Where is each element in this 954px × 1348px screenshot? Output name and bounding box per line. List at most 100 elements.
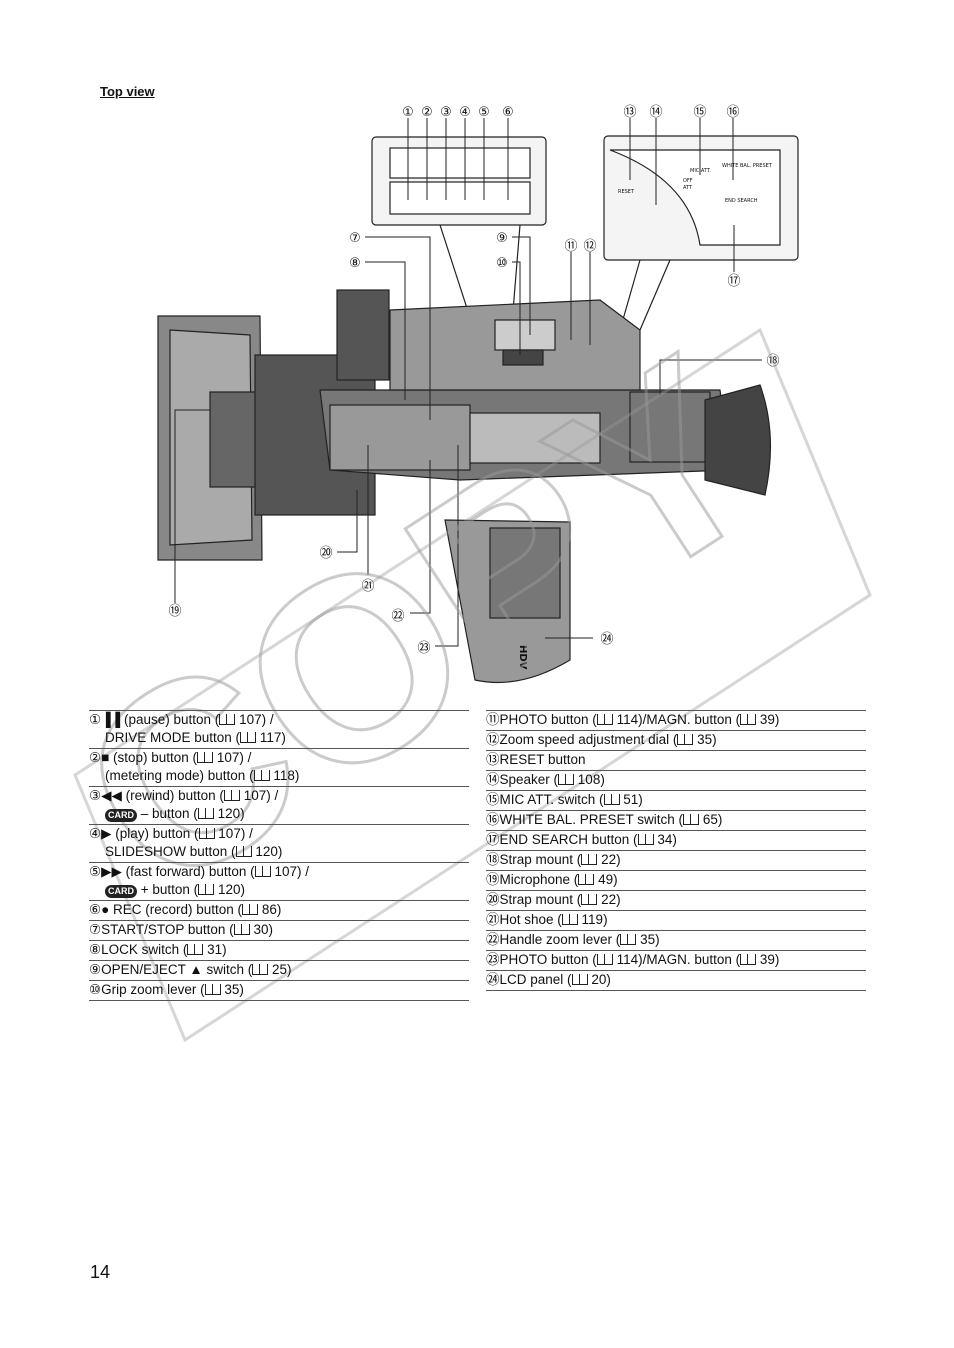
- callout-18: ⑱: [766, 354, 779, 369]
- item-number: ⑱: [486, 852, 500, 867]
- item-page: 39): [759, 952, 780, 967]
- item-text: MIC ATT. switch (: [499, 792, 604, 807]
- item-text: Zoom speed adjustment dial (: [499, 732, 678, 747]
- parts-list-right: ⑪PHOTO button ( 114)/MAGN. button ( 39)⑫…: [486, 710, 866, 991]
- item-page: 20): [591, 972, 611, 987]
- item-second-line: DRIVE MODE button ( 117): [89, 729, 469, 747]
- item-number: ㉓: [486, 952, 500, 967]
- parts-list-row: ⑦START/STOP button ( 30): [89, 920, 469, 941]
- book-icon: [219, 714, 236, 725]
- lcd-hdv-label: HDV: [517, 645, 528, 670]
- callout-11: ⑪: [564, 239, 577, 254]
- book-icon: [677, 734, 694, 745]
- callout-8: ⑧: [349, 256, 361, 271]
- parts-list-row: ③◀◀ (rewind) button ( 107) /CARD – butto…: [89, 786, 469, 825]
- book-icon: [558, 774, 575, 785]
- page-number: 14: [90, 1262, 111, 1282]
- item-text: ■ (stop) button (: [101, 750, 198, 765]
- item-page: 118): [273, 768, 300, 783]
- item-second-line: SLIDESHOW button ( 120): [89, 843, 469, 861]
- item-number: ⑧: [89, 942, 102, 957]
- item-number: ⑬: [486, 752, 500, 767]
- card-badge: CARD: [105, 885, 137, 898]
- book-icon: [571, 974, 588, 985]
- item-text: LCD panel (: [499, 972, 572, 987]
- item-number: ③: [89, 788, 102, 803]
- book-icon: [204, 984, 221, 995]
- callout-1: ①: [402, 105, 414, 120]
- callout-9: ⑨: [496, 231, 508, 246]
- parts-list-row: ⑥● REC (record) button ( 86): [89, 900, 469, 921]
- item-page: 49): [598, 872, 618, 887]
- callout-16: ⑯: [726, 105, 739, 120]
- item-number: ㉒: [486, 932, 500, 947]
- parts-list-row: ⑨OPEN/EJECT ▲ switch ( 25): [89, 960, 469, 981]
- item-number: ⑪: [486, 712, 500, 727]
- callout-20: ⑳: [319, 546, 332, 561]
- item-text: WHITE BAL. PRESET switch (: [499, 812, 684, 827]
- book-icon: [561, 914, 578, 925]
- item-number: ①: [89, 712, 102, 727]
- item-number: ⑤: [89, 864, 102, 879]
- item-text: LOCK switch (: [101, 942, 188, 957]
- item-page: 107) /: [216, 750, 252, 765]
- item-text: OPEN/EJECT ▲ switch (: [101, 962, 253, 977]
- callout-2: ②: [421, 105, 433, 120]
- callout-23: ㉓: [417, 641, 430, 656]
- att-label: ATT: [683, 185, 693, 191]
- reset-label: RESET: [618, 189, 635, 195]
- item-page: 30): [253, 922, 273, 937]
- parts-list-row: ⑪PHOTO button ( 114)/MAGN. button ( 39): [486, 710, 866, 731]
- item-text: PHOTO button (: [499, 712, 597, 727]
- item-text: RESET button: [499, 752, 586, 767]
- item-page: 119): [581, 912, 608, 927]
- callout-10: ⑩: [496, 256, 508, 271]
- item-page: 107) /: [274, 864, 309, 879]
- item-page: 117): [259, 730, 286, 745]
- book-icon: [620, 934, 637, 945]
- book-icon: [683, 814, 700, 825]
- item-text: ▶▶ (fast forward) button (: [101, 864, 255, 879]
- item-text: ● REC (record) button (: [101, 902, 243, 917]
- item-text: – button (: [137, 806, 198, 821]
- book-icon: [252, 964, 269, 975]
- callout-13: ⑬: [623, 105, 636, 120]
- callout-22: ㉒: [391, 609, 404, 624]
- callout-3: ③: [440, 105, 452, 120]
- item-page: 114)/MAGN. button (: [616, 712, 741, 727]
- parts-list-row: ②■ (stop) button ( 107) /(metering mode)…: [89, 748, 469, 787]
- book-icon: [242, 904, 259, 915]
- parts-list-row: ①▐▐ (pause) button ( 107) /DRIVE MODE bu…: [89, 710, 469, 749]
- parts-list-row: ㉔LCD panel ( 20): [486, 970, 866, 991]
- item-text: Strap mount (: [499, 852, 582, 867]
- callout-6: ⑥: [502, 105, 514, 120]
- item-number: ⑳: [486, 892, 500, 907]
- parts-list-left: ①▐▐ (pause) button ( 107) / DRIVE MODE bu…: [89, 710, 469, 1001]
- item-page: 39): [759, 712, 780, 727]
- end-search-label: END SEARCH: [725, 198, 758, 204]
- callout-5: ⑤: [478, 105, 490, 120]
- item-page: 108): [577, 772, 605, 787]
- item-text: Strap mount (: [499, 892, 582, 907]
- parts-list-row: ⑭Speaker ( 108): [486, 770, 866, 791]
- card-badge: CARD: [105, 809, 137, 822]
- book-icon: [581, 894, 598, 905]
- item-text: ▐▐ (pause) button (: [101, 712, 220, 727]
- parts-list-row: ㉑Hot shoe ( 119): [486, 910, 866, 931]
- item-page: 35): [640, 932, 660, 947]
- item-text: Handle zoom lever (: [499, 932, 621, 947]
- item-page: 35): [224, 982, 244, 997]
- item-number: ㉔: [486, 972, 500, 987]
- item-page: 22): [601, 892, 621, 907]
- callout-19: ⑲: [168, 604, 181, 619]
- camcorder-top-view-diagram: ① ② ③ ④ ⑤ ⑥ ⑬ ⑭ ⑮ ⑯ ⑦ ⑧ ⑨ ⑩ ⑪ ⑫ ⑰ ⑱ ⑲ ⑳ …: [157, 105, 799, 684]
- parts-list-row: ⑮MIC ATT. switch ( 51): [486, 790, 866, 811]
- callout-24: ㉔: [600, 632, 613, 647]
- item-page: 25): [272, 962, 292, 977]
- callout-4: ④: [459, 105, 471, 120]
- callout-21: ㉑: [361, 579, 374, 594]
- item-text: Hot shoe (: [499, 912, 562, 927]
- item-text: ▶ (play) button (: [101, 826, 199, 841]
- item-page: 35): [697, 732, 717, 747]
- item-number: ⑨: [89, 962, 102, 977]
